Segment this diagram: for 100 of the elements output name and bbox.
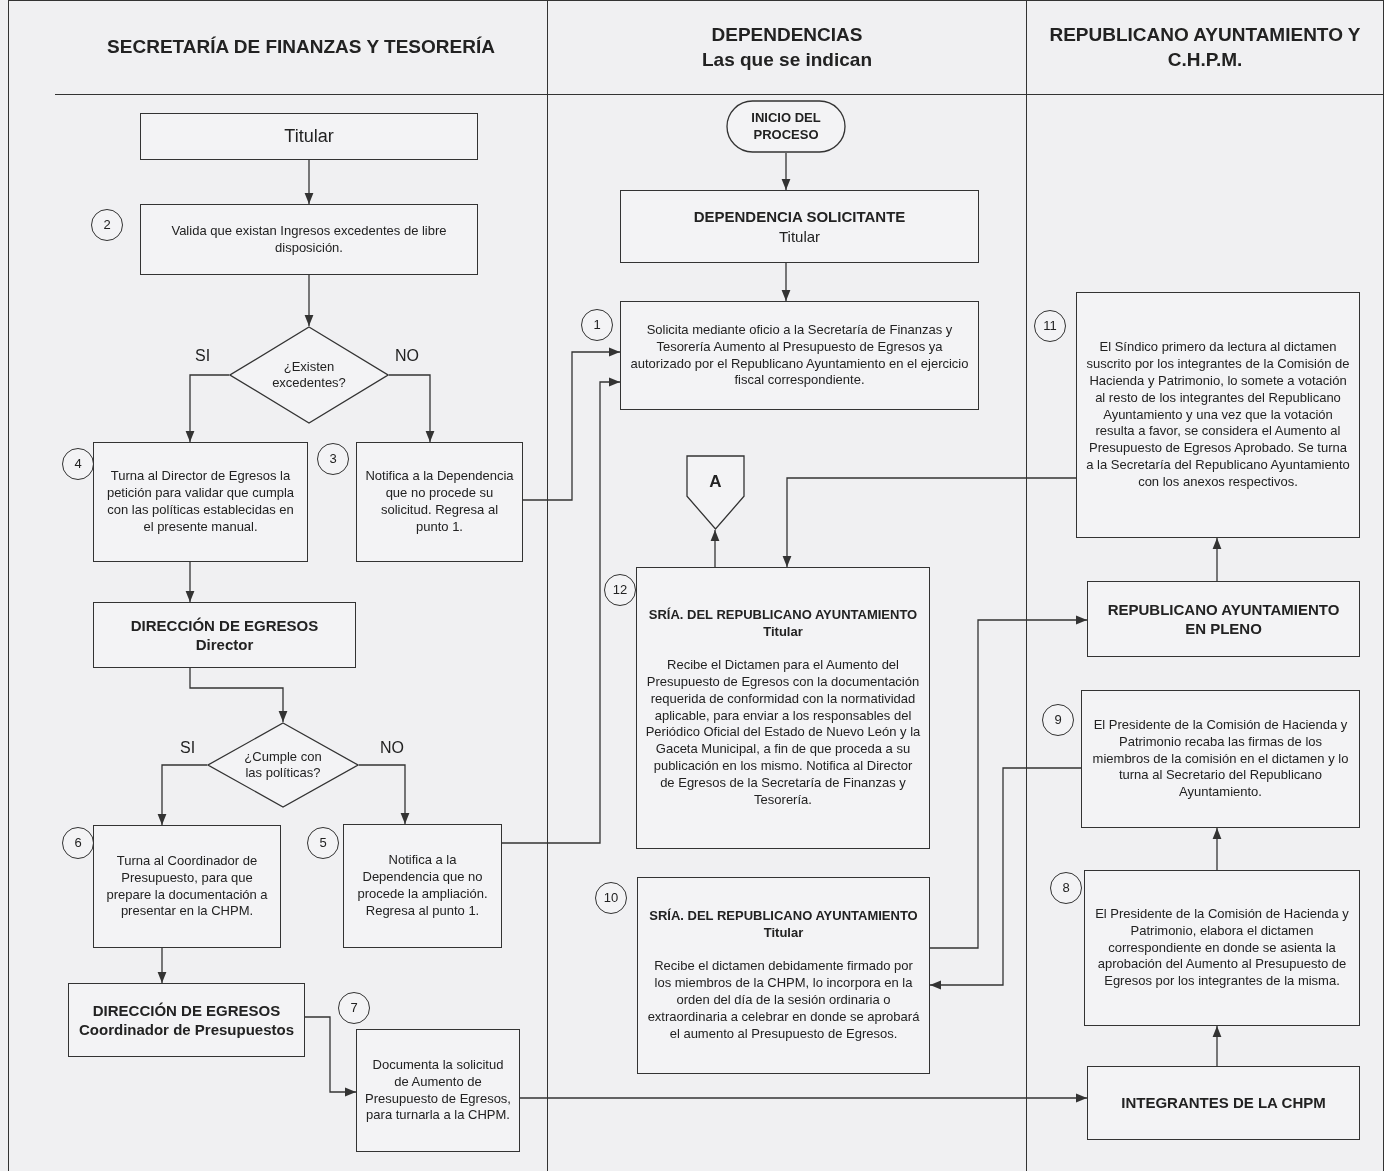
step-number <box>1050 872 1082 904</box>
arrow <box>185 561 195 603</box>
arrow <box>304 159 314 205</box>
node-text: A <box>709 471 722 493</box>
process-box <box>356 442 523 562</box>
node-text: ¿Existen excedentes? <box>271 358 347 392</box>
step-number <box>1034 310 1066 342</box>
step-number-text: 2 <box>103 216 111 235</box>
process-box <box>356 1029 520 1152</box>
node-text: Titular <box>778 226 821 246</box>
node-text: Titular <box>763 624 803 641</box>
node-text: DEPENDENCIA SOLICITANTE <box>693 207 906 227</box>
step-number-text: 10 <box>603 889 619 908</box>
arrow <box>157 947 167 984</box>
node-text: Titular <box>763 925 804 943</box>
node-text: Solicita mediante oficio a la Secretaría de Finanzas y Tesorería Aumento al Presupuesto de Egresos ya autorizado por el Republicano Ayuntamiento en el ejercicio fiscal correspondiente. <box>629 321 970 390</box>
swimlane <box>55 0 548 1171</box>
process-box <box>140 113 478 160</box>
node-text: ¿Cumple con las políticas? <box>243 748 323 782</box>
arrow <box>358 764 410 825</box>
node-text: Director <box>195 635 254 655</box>
step-number-text: 6 <box>74 834 82 853</box>
arrow <box>782 477 1077 568</box>
arrow <box>781 262 791 302</box>
step-number <box>604 574 636 606</box>
arrow <box>519 1093 1088 1103</box>
lane-title: DEPENDENCIAS <box>711 22 863 47</box>
process-box <box>620 190 979 263</box>
swimlane <box>548 0 1027 1171</box>
arrow <box>710 529 720 568</box>
start-terminal <box>726 100 846 153</box>
node-text: Titular <box>284 124 334 148</box>
process-box <box>1081 690 1360 828</box>
node-text: REPUBLICANO AYUNTAMIENTO EN PLENO <box>1106 599 1341 639</box>
step-number <box>595 882 627 914</box>
decision-diamond <box>207 722 359 808</box>
process-box <box>93 602 356 668</box>
node-text: El Presidente de la Comisión de Hacienda y Patrimonio recaba las firmas de los miembros de la comisión en el dictamen y lo turna al Secretario del Republicano Ayuntamiento. <box>1091 716 1350 802</box>
offpage-connector <box>686 455 745 530</box>
process-box <box>1087 1066 1360 1140</box>
step-number <box>91 209 123 241</box>
swimlane <box>1027 0 1384 1171</box>
process-box <box>93 825 281 948</box>
arrow <box>1212 537 1222 582</box>
node-text: Valida que existan Ingresos excedentes de libre disposición. <box>170 222 448 257</box>
arrow <box>189 667 288 723</box>
step-number-text: 12 <box>612 581 628 600</box>
node-text: Turna al Coordinador de Presupuesto, para que prepare la documentación a presentar en la CHPM. <box>105 852 269 921</box>
node-text: INICIO DEL PROCESO <box>750 110 822 143</box>
process-box <box>1087 581 1360 657</box>
arrow <box>185 374 230 443</box>
node-text: Notifica a la Dependencia que no procede la ampliación. Regresa al punto 1. <box>356 852 489 920</box>
node-text: DIRECCIÓN DE EGRESOS <box>130 615 319 635</box>
process-box <box>343 824 502 948</box>
node-text: El Presidente de la Comisión de Hacienda y Patrimonio, elabora el dictamen correspondiente en donde se asienta la aprobación del Aumento al Presupuesto de Egresos por los integrantes de la misma. <box>1094 905 1350 991</box>
node-text: Notifica a la Dependencia que no procede su solicitud. Regresa al punto 1. <box>365 468 514 536</box>
process-box <box>68 983 305 1057</box>
arrow <box>157 764 208 826</box>
lane-title: REPUBLICANO AYUNTAMIENTO Y C.H.P.M. <box>1048 22 1362 72</box>
step-number-text: 4 <box>74 455 82 474</box>
step-number <box>1042 704 1074 736</box>
step-number-text: 3 <box>329 450 337 469</box>
arrow <box>304 274 314 327</box>
node-text: DIRECCIÓN DE EGRESOS <box>92 1000 281 1020</box>
node-text: Documenta la solicitud de Aumento de Presupuesto de Egresos, para turnarla a la CHPM. <box>365 1056 511 1125</box>
arrow <box>929 615 1088 949</box>
arrow <box>781 152 791 191</box>
step-number <box>307 827 339 859</box>
node-text: Recibe el Dictamen para el Aumento del Presupuesto de Egresos con la documentación requerida de conformidad con la normatividad aplicable, para enviar a los responsables del Periódico Oficial del Estado de Nuevo León y la Gaceta Municipal, a fin de que proceda a su publicación en los mismo. Notifica al Director de Egresos de la Secretaría de Finanzas y Tesorería. <box>645 656 921 809</box>
process-box <box>1084 870 1360 1026</box>
step-number <box>338 992 370 1024</box>
step-number <box>317 443 349 475</box>
arrow <box>501 377 621 844</box>
arrow <box>929 767 1082 990</box>
process-box <box>636 567 930 849</box>
process-box <box>140 204 478 275</box>
process-box <box>93 442 308 562</box>
process-box <box>1076 292 1360 538</box>
step-number <box>62 827 94 859</box>
lane-title: SECRETARÍA DE FINANZAS Y TESORERÍA <box>107 35 495 60</box>
step-number <box>62 448 94 480</box>
node-text: SRÍA. DEL REPUBLICANO AYUNTAMIENTO <box>649 908 918 926</box>
node-text: El Síndico primero da lectura al dictamen suscrito por los integrantes de la Comisión de Hacienda y Patrimonio, lo somete a votación al resto de los integrantes del Republicano Ayuntamiento y una vez que la votación resulta a favor, se considera el Aumento al Presupuesto de Egresos Aprobado. Se turna a la Secretaría del Republicano Ayuntamiento con los anexos respectivos. <box>1085 339 1351 491</box>
step-number-text: 9 <box>1054 711 1062 730</box>
node-text: INTEGRANTES DE LA CHPM <box>1121 1093 1326 1113</box>
step-number-text: 8 <box>1062 879 1070 898</box>
step-number-text: 11 <box>1043 317 1057 336</box>
node-text: Turna al Director de Egresos la petición para validar que cumpla con las políticas establecidas en el presente manual. <box>105 468 296 536</box>
node-text: Coordinador de Presupuestos <box>78 1020 294 1040</box>
node-text: SRÍA. DEL REPUBLICANO AYUNTAMIENTO <box>648 607 918 624</box>
process-box <box>637 877 930 1074</box>
lane-title: Las que se indican <box>702 47 872 72</box>
arrow <box>388 374 435 443</box>
decision-diamond <box>229 326 389 424</box>
node-text: Recibe el dictamen debidamente firmado por los miembros de la CHPM, lo incorpora en la orden del día de la sesión ordinaria o extraordinaria a celebrar en donde se aprobará el aumento al Presupuesto de Egresos. <box>646 958 921 1043</box>
step-number-text: 1 <box>593 316 601 335</box>
arrow <box>1212 1025 1222 1067</box>
step-number-text: 5 <box>319 834 327 853</box>
process-box <box>620 301 979 410</box>
arrow <box>522 347 621 501</box>
